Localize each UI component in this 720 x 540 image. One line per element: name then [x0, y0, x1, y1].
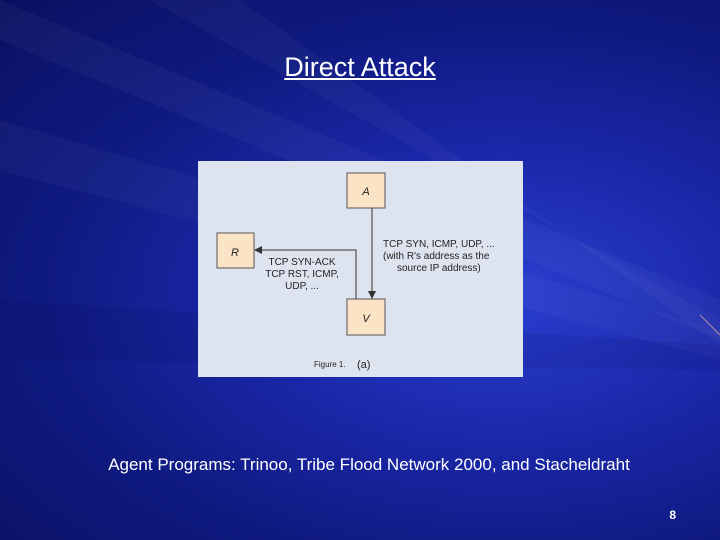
slide-subtitle: Agent Programs: Trinoo, Tribe Flood Netw…	[108, 455, 630, 474]
attack-label-line-1: TCP SYN, ICMP, UDP, ...	[383, 239, 495, 250]
reflector-node: R	[216, 232, 255, 269]
victim-node: V	[346, 298, 386, 336]
figure-caption-part: (a)	[357, 359, 370, 371]
attack-label-line-2: (with R's address as the	[383, 251, 490, 262]
attacker-node-label: A	[361, 186, 369, 198]
attacker-node: A	[346, 172, 386, 209]
figure-caption-prefix: Figure 1.	[314, 360, 346, 369]
reply-label-line-1: TCP SYN-ACK	[268, 257, 335, 268]
attack-label-line-3: source IP address)	[397, 263, 481, 274]
reflector-node-label: R	[231, 247, 239, 259]
victim-node-label: V	[362, 313, 371, 325]
slide-title: Direct Attack	[284, 52, 436, 82]
page-number: 8	[669, 508, 676, 522]
reply-label-line-2: TCP RST, ICMP,	[265, 269, 339, 280]
reply-label-line-3: UDP, ...	[285, 281, 319, 292]
reply-arrow	[254, 246, 357, 299]
attack-diagram: A R V TCP SYN, ICMP, UDP, ... (with R's …	[198, 161, 523, 377]
